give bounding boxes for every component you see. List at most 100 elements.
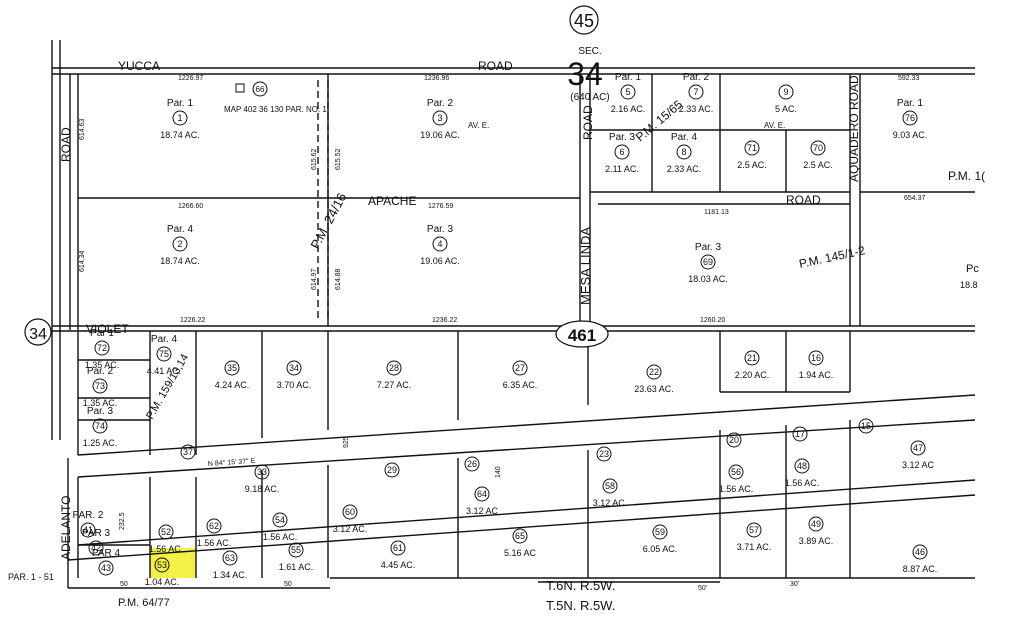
parcel-number: 4 bbox=[437, 239, 442, 249]
parcel-number: 56 bbox=[731, 467, 741, 477]
par1-51: PAR. 1 - 51 bbox=[8, 572, 54, 582]
svg-text:N 84° 15' 37" E: N 84° 15' 37" E bbox=[208, 457, 256, 468]
parcel-number-circle bbox=[910, 440, 926, 456]
parcel-62: 621.56 AC. bbox=[197, 518, 232, 548]
parcel-number-circle bbox=[386, 360, 402, 376]
parcel-71: 712.5 AC. bbox=[737, 140, 767, 170]
twp-5n: T.5N. R.5W. bbox=[546, 598, 615, 613]
parcel-acreage: 9.18 AC. bbox=[245, 484, 280, 494]
parcel-number: 72 bbox=[97, 343, 107, 353]
parcel-number-circle bbox=[432, 236, 448, 252]
parcel-acreage: 2.33 AC. bbox=[667, 164, 702, 174]
twp-6n: T.6N. R.5W. bbox=[546, 578, 615, 593]
svg-text:1181.13: 1181.13 bbox=[704, 209, 729, 216]
parcel-acreage: 3.12 AC. bbox=[593, 498, 628, 508]
parcel-54: 541.56 AC. bbox=[263, 512, 297, 542]
parcel-61: 614.45 AC. bbox=[381, 540, 415, 570]
parcel-acreage: 1.94 AC. bbox=[799, 370, 834, 380]
parcel-15: 15 bbox=[858, 418, 874, 434]
parcel-number-circle bbox=[98, 560, 114, 576]
parcel-par-label: Par. 2 bbox=[87, 366, 114, 377]
parcel-63: 631.34 AC. bbox=[213, 550, 247, 580]
parcel-number-circle bbox=[158, 524, 174, 540]
road-adelanto: ADELANTO bbox=[59, 496, 73, 560]
parcel-number: 70 bbox=[813, 143, 823, 153]
par-cut: Pc bbox=[966, 263, 979, 275]
parcel-number: 64 bbox=[477, 489, 487, 499]
svg-text:50: 50 bbox=[284, 581, 292, 588]
parcel-number: 28 bbox=[389, 363, 399, 373]
svg-text:50': 50' bbox=[698, 585, 707, 592]
parcel-number-circle bbox=[384, 462, 400, 478]
parcel-acreage: 1.35 AC. bbox=[85, 360, 120, 370]
parcel-59: 596.05 AC. bbox=[643, 524, 677, 554]
road-yucca: YUCCA bbox=[118, 59, 160, 73]
parcel-number: 74 bbox=[95, 421, 105, 431]
circle-34: 34 bbox=[29, 326, 47, 343]
parcel-number: 42 bbox=[91, 543, 101, 553]
parcel-number: 9 bbox=[783, 87, 788, 97]
parcel-number: 54 bbox=[275, 515, 285, 525]
parcel-number: 63 bbox=[225, 553, 235, 563]
parcel-number-circle bbox=[700, 254, 716, 270]
parcel-58: 583.12 AC. bbox=[593, 478, 628, 508]
parcel-number: 3 bbox=[437, 113, 442, 123]
parcel-acreage: 3.70 AC. bbox=[277, 380, 312, 390]
parcel-number: 27 bbox=[515, 363, 525, 373]
parcel-acreage: 7.27 AC. bbox=[377, 380, 412, 390]
parcel-lines bbox=[51, 40, 976, 589]
svg-text:614.34: 614.34 bbox=[79, 250, 86, 272]
parcel-acreage: 2.20 AC. bbox=[735, 370, 770, 380]
svg-text:1226.22: 1226.22 bbox=[180, 317, 205, 324]
parcel-number: 33 bbox=[257, 467, 267, 477]
svg-text:1226.97: 1226.97 bbox=[178, 75, 203, 82]
parcel-33: 33 9.18 AC. bbox=[245, 464, 280, 494]
svg-text:1266.60: 1266.60 bbox=[178, 203, 203, 210]
parcel-acreage: 4.24 AC. bbox=[215, 380, 250, 390]
parcel-number-circle bbox=[254, 464, 270, 480]
parcel-acreage: 1.61 AC. bbox=[279, 562, 314, 572]
svg-text:654.37: 654.37 bbox=[904, 195, 926, 202]
svg-text:140: 140 bbox=[495, 466, 502, 478]
parcel-par-label: Par. 4 bbox=[671, 132, 698, 143]
parcel-6: Par. 362.11 AC. bbox=[605, 132, 639, 174]
parcel-28: 28 7.27 AC. bbox=[377, 360, 412, 390]
parcel-acreage: 1.56 AC. bbox=[197, 538, 232, 548]
parcel-acreage: 1.25 AC. bbox=[83, 438, 118, 448]
parcel-acreage: 3.12 AC bbox=[466, 506, 499, 516]
svg-text:925: 925 bbox=[343, 436, 350, 448]
parcel-number: 37 bbox=[183, 447, 193, 457]
map-note-box bbox=[235, 83, 245, 93]
parcel-acreage: 9.03 AC. bbox=[893, 130, 928, 140]
parcel-number: 73 bbox=[95, 381, 105, 391]
parcel-par-label: Par. 1 bbox=[167, 98, 194, 109]
parcel-number-circle bbox=[810, 140, 826, 156]
parcel-acreage: 19.06 AC. bbox=[420, 256, 460, 266]
parcel-acreage: 3.89 AC. bbox=[799, 536, 834, 546]
parcel-acreage: 18.74 AC. bbox=[160, 256, 200, 266]
parcel-acreage: 23.63 AC. bbox=[634, 384, 674, 394]
svg-text:614.63: 614.63 bbox=[79, 118, 86, 140]
road-yucca-road: ROAD bbox=[478, 59, 513, 73]
parcel-acreage: 5.16 AC bbox=[504, 548, 537, 558]
parcel-number: 8 bbox=[681, 147, 686, 157]
parcel-number: 15 bbox=[861, 421, 871, 431]
parcel-number: 34 bbox=[289, 363, 299, 373]
parcel-23: 23 bbox=[596, 446, 612, 462]
pm-64-77: P.M. 64/77 bbox=[118, 597, 170, 609]
parcel-acreage: 18.03 AC. bbox=[688, 274, 728, 284]
parcel-number-circle bbox=[596, 446, 612, 462]
parcel-number-circle bbox=[512, 528, 528, 544]
parcel-acreage: 2.5 AC. bbox=[803, 160, 833, 170]
parcel-number-circle bbox=[676, 144, 692, 160]
parcel-par-label: Par. 1 bbox=[615, 72, 642, 83]
parcel-number-circle bbox=[746, 522, 762, 538]
parcel-par-label: Par. 4 bbox=[151, 334, 178, 345]
parcel-number: 69 bbox=[703, 257, 713, 267]
parcel-number: 61 bbox=[393, 543, 403, 553]
parcel-number: 22 bbox=[649, 367, 659, 377]
